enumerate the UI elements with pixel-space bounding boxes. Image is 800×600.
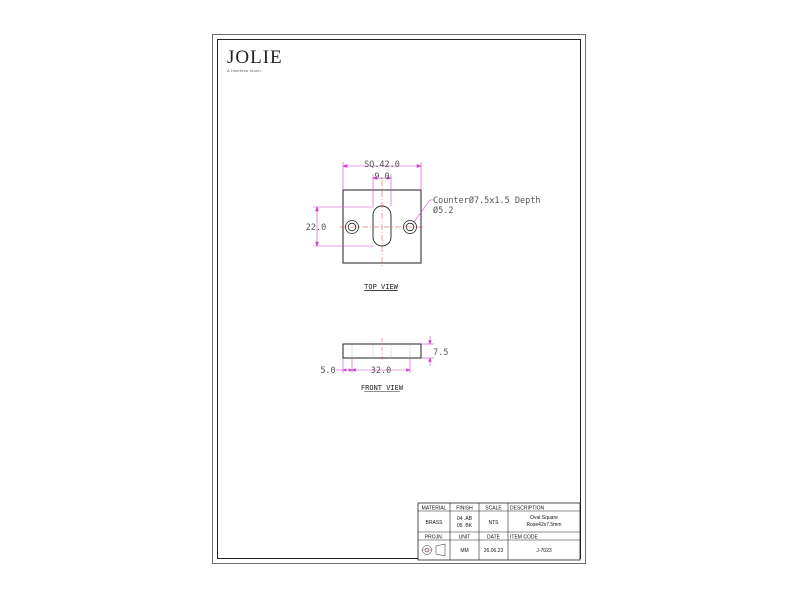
title-block: MATERIAL FINISH SCALE DESCRIPTION BRASS …	[417, 502, 581, 561]
finish-value-1: 04 .AB	[457, 516, 473, 522]
drawing-border	[217, 39, 581, 559]
material-value: BRASS	[426, 520, 444, 526]
dim-width-label: SQ.42.0	[364, 160, 400, 170]
description-value-2: Rose42x7.5mm	[526, 522, 561, 528]
dim-height-label: 22.0	[306, 223, 326, 233]
description-label: DESCRIPTION	[510, 506, 545, 512]
projection-symbol-icon	[421, 543, 446, 557]
unit-label: UNIT	[459, 535, 471, 541]
date-label: DATE	[487, 535, 501, 541]
dim-edge	[336, 358, 353, 373]
scale-value: NTS	[489, 520, 500, 526]
leader-counter	[413, 199, 434, 223]
dim-span-label: 32.0	[371, 366, 391, 376]
front-view-title: FRONT VIEW	[361, 384, 404, 392]
brand-logo: JOLIE A timeless touch.	[227, 48, 283, 73]
drawing-sheet	[212, 34, 586, 564]
unit-value: MM	[460, 548, 468, 554]
finish-value-2: 05 .BK	[457, 523, 473, 529]
dim-slot	[372, 174, 392, 206]
logo-name: JOLIE	[227, 47, 283, 68]
dim-width	[342, 162, 422, 190]
projection-label: PROJN.	[425, 535, 443, 541]
dim-span	[351, 358, 411, 373]
finish-label: FINISH	[456, 506, 473, 512]
top-view: SQ.42.0 9.0 22.0 CounterØ7.5x1.5 Depth Ø…	[306, 160, 541, 291]
date-value: 26.06.23	[484, 548, 504, 554]
dim-slot-label: 9.0	[374, 172, 389, 182]
note-counter: CounterØ7.5x1.5 Depth	[433, 195, 540, 206]
scale-label: SCALE	[485, 506, 502, 512]
description-value-1: Oval Square	[530, 515, 558, 521]
material-label: MATERIAL	[422, 506, 447, 512]
dim-thickness	[421, 336, 434, 366]
dim-edge-label: 5.0	[320, 366, 335, 376]
item-code-value: J-7023	[536, 548, 552, 554]
note-hole: Ø5.2	[433, 205, 453, 216]
dim-height	[313, 206, 374, 247]
top-view-title: TOP VIEW	[364, 283, 399, 291]
item-code-label: ITEM CODE	[510, 535, 538, 541]
logo-tagline: A timeless touch.	[227, 68, 263, 73]
dim-thickness-label: 7.5	[433, 348, 448, 358]
front-view: 7.5 32.0 5.0 FRONT VIEW	[320, 336, 448, 392]
